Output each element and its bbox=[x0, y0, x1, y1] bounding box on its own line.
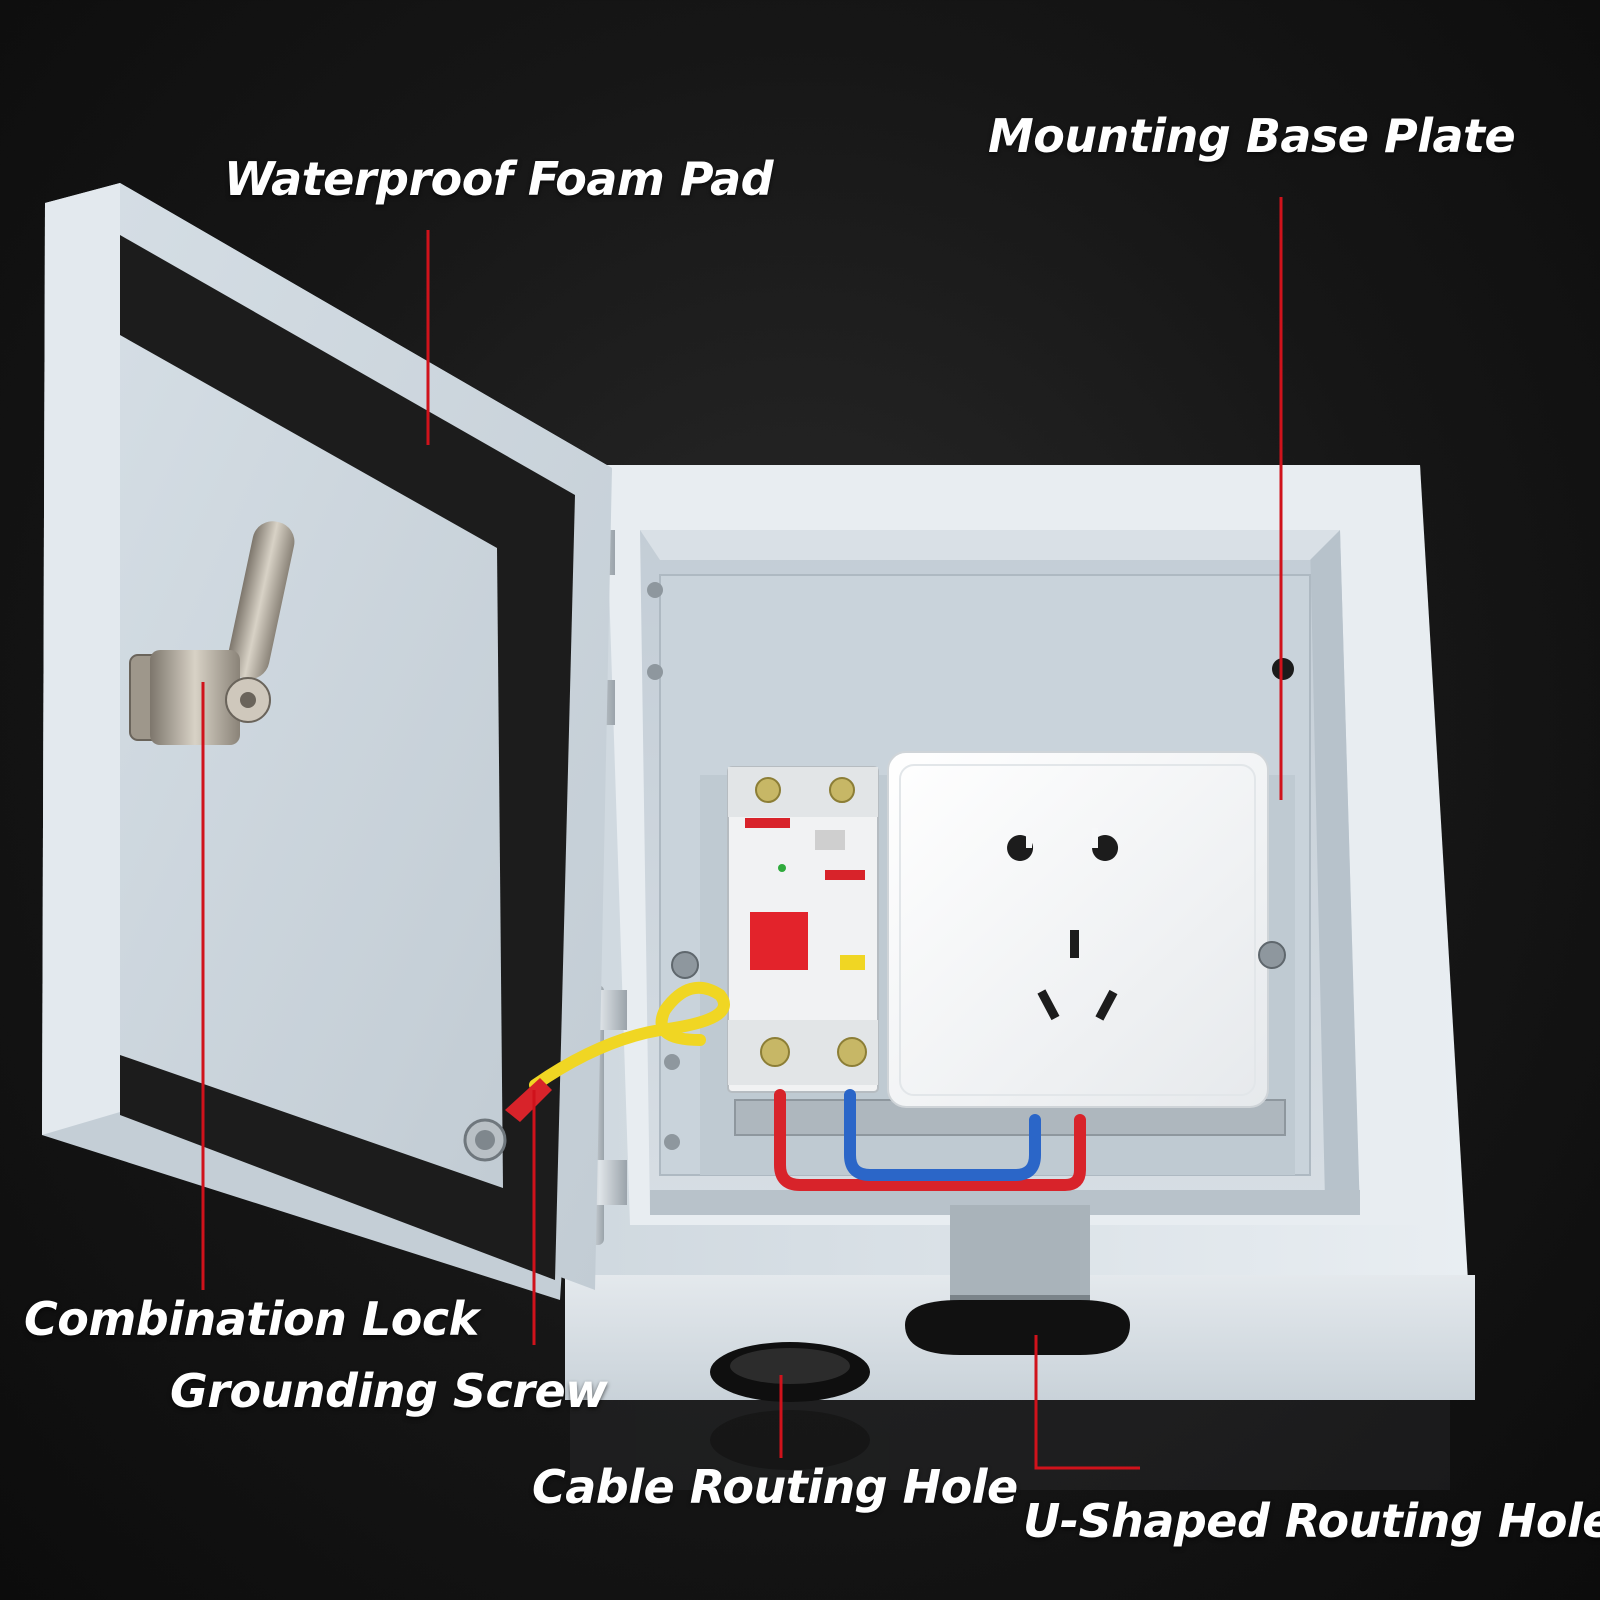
breaker-handle bbox=[750, 912, 808, 970]
leader-u-hole bbox=[1034, 1335, 1140, 1470]
mounting-hole bbox=[1272, 658, 1294, 680]
leader-lines bbox=[201, 197, 1283, 1470]
socket-outlet bbox=[887, 751, 1269, 1108]
wire-live bbox=[774, 1089, 1086, 1191]
circuit-breaker bbox=[727, 766, 879, 1093]
floor-reflection bbox=[570, 1400, 1450, 1490]
combination-lock bbox=[129, 521, 295, 745]
wire-ground bbox=[529, 981, 730, 1091]
cable-routing-hole bbox=[710, 1342, 870, 1402]
label-cable-routing-hole: Cable Routing Hole bbox=[532, 1460, 1018, 1514]
label-waterproof-foam-pad: Waterproof Foam Pad bbox=[224, 152, 774, 206]
enclosure-door bbox=[42, 183, 612, 1300]
plate-bolts bbox=[647, 582, 1286, 1150]
wiring bbox=[774, 1089, 1086, 1191]
label-mounting-base-plate: Mounting Base Plate bbox=[988, 109, 1516, 163]
u-shaped-routing-hole bbox=[905, 1205, 1130, 1355]
grounding-screw bbox=[463, 981, 730, 1162]
wire-neutral bbox=[844, 1089, 1041, 1181]
label-combination-lock: Combination Lock bbox=[24, 1292, 479, 1346]
label-grounding-screw: Grounding Screw bbox=[170, 1364, 608, 1418]
label-u-shaped-routing-hole: U-Shaped Routing Hole bbox=[1023, 1494, 1600, 1548]
